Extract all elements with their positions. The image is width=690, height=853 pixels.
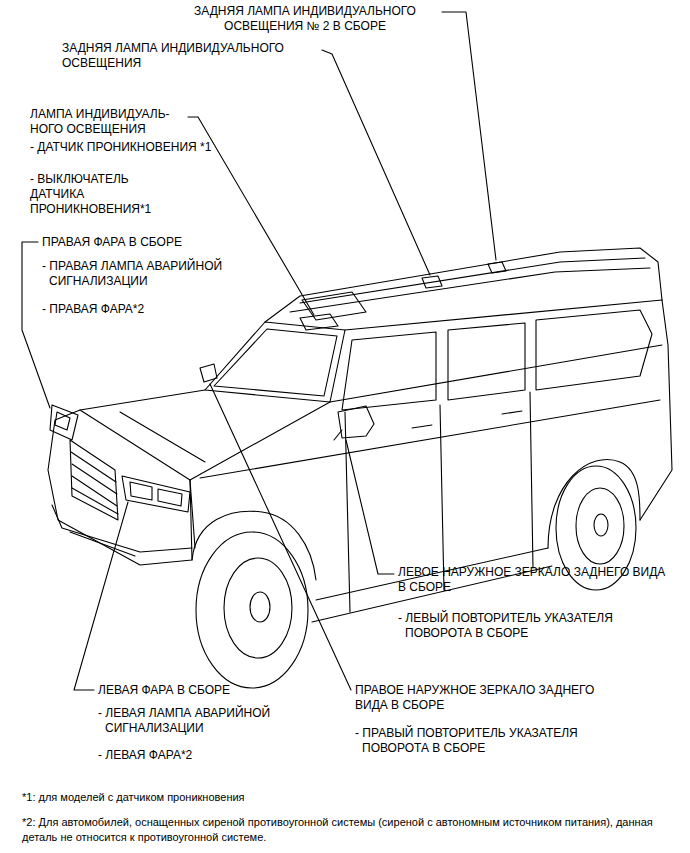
bumper-lower [70, 532, 135, 556]
front-wheel-arch [192, 511, 316, 580]
part-label: ЛАМПА ИНДИВИДУАЛЬ- НОГО ОСВЕЩЕНИЯ [30, 107, 200, 137]
footnote: *2: Для автомобилей, оснащенных сиреной … [22, 815, 682, 845]
front-wheel-hub [250, 592, 270, 622]
front-wheel-rim [224, 558, 292, 658]
door-handle [412, 411, 522, 428]
left-mirror-stem [334, 430, 342, 440]
part-label: ЗАДНЯЯ ЛАМПА ИНДИВИДУАЛЬНОГО ОСВЕЩЕНИЯ [62, 41, 327, 71]
body-front-side [190, 480, 195, 548]
part-label: ПРАВАЯ ФАРА В СБОРЕ [42, 235, 262, 250]
part-label: - ПРАВЫЙ ПОВТОРИТЕЛЬ УКАЗАТЕЛЯ ПОВОРОТА … [355, 726, 627, 756]
rear-wheel-rim [576, 488, 624, 564]
front-wheel [196, 532, 308, 688]
roof-outline [265, 248, 662, 322]
leader-line [346, 440, 394, 574]
leader-line [442, 12, 496, 260]
rear-wheel-arch [548, 460, 640, 548]
left-headlamp [122, 476, 190, 512]
bumper [52, 505, 192, 552]
rear-end [640, 300, 672, 520]
leader-line [74, 502, 128, 690]
part-label: - ВЫКЛЮЧАТЕЛЬ ДАТЧИКА ПРОНИКНОВЕНИЯ*1 [30, 172, 180, 217]
part-label: ЗАДНЯЯ ЛАМПА ИНДИВИДУАЛЬНОГО ОСВЕЩЕНИЯ №… [160, 4, 450, 34]
part-label: - ЛЕВАЯ ФАРА*2 [98, 748, 315, 763]
windshield [205, 322, 345, 402]
part-label: ПРАВОЕ НАРУЖНОЕ ЗЕРКАЛО ЗАДНЕГО ВИДА В С… [355, 683, 627, 713]
part-label: - ДАТЧИК ПРОНИКНОВЕНИЯ *1 [30, 140, 226, 155]
personal-lamp [300, 314, 338, 330]
quarter-window [536, 310, 652, 390]
part-label: - ЛЕВАЯ ЛАМПА АВАРИЙНОЙ СИГНАЛИЗАЦИИ [98, 706, 330, 736]
roof-rail [300, 258, 645, 303]
leader-line [322, 50, 430, 275]
rear-door-window [448, 323, 525, 400]
part-label: ЛЕВОЕ НАРУЖНОЕ ЗЕРКАЛО ЗАДНЕГО ВИДА В СБ… [398, 565, 670, 595]
front-door-window [342, 332, 436, 410]
right-mirror [200, 364, 217, 382]
part-label: - ПРАВАЯ ФАРА*2 [42, 302, 259, 317]
rear-personal-lamp [422, 276, 442, 288]
leader-line [210, 384, 351, 690]
hood-line [120, 412, 205, 462]
rear-personal-lamp-2 [488, 262, 506, 273]
left-mirror [338, 406, 374, 438]
grille-bars [71, 452, 118, 514]
right-headlamp [50, 405, 78, 440]
part-label: - ЛЕВЫЙ ПОВТОРИТЕЛЬ УКАЗАТЕЛЯ ПОВОРОТА В… [398, 611, 670, 641]
roof-rail [290, 268, 650, 312]
front-face [48, 410, 192, 565]
sunroof [302, 292, 366, 320]
left-headlamp-detail [130, 482, 182, 506]
windshield-inner [214, 329, 337, 396]
right-headlamp-detail [55, 412, 70, 430]
part-label: ЛЕВАЯ ФАРА В СБОРЕ [98, 683, 328, 698]
footnote: *1: для моделей с датчиком проникновения [22, 790, 662, 805]
rear-wheel-hub [594, 514, 608, 536]
grille [70, 440, 118, 520]
part-label: - ПРАВАЯ ЛАМПА АВАРИЙНОЙ СИГНАЛИЗАЦИИ [42, 259, 274, 289]
hood [80, 390, 330, 480]
